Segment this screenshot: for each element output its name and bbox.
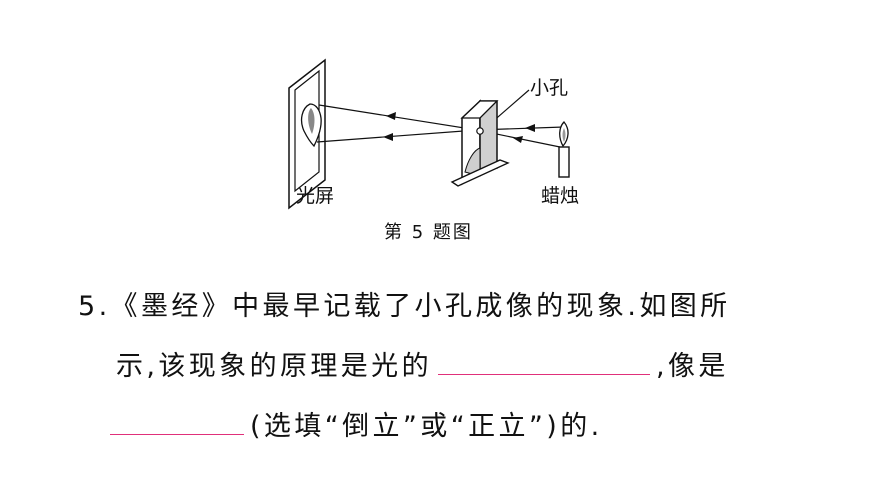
screen-label: 光屏 bbox=[296, 185, 335, 207]
question-line-1: 5.《墨经》中最早记载了小孔成像的现象.如图所 bbox=[78, 291, 731, 322]
light-rays bbox=[316, 89, 565, 148]
pinhole-board bbox=[450, 99, 510, 187]
candle bbox=[558, 121, 570, 178]
figure-caption: 第 5 题图 bbox=[384, 222, 473, 243]
question-line-2-text-b: ,像是 bbox=[655, 351, 729, 382]
question-line-3-text: (选填“倒立”或“正立”)的. bbox=[250, 411, 603, 442]
answer-blank-image-type[interactable] bbox=[110, 412, 244, 435]
question-line-3: (选填“倒立”或“正立”)的. bbox=[104, 404, 603, 443]
question-line-2-text-a: 示,该现象的原理是光的 bbox=[116, 351, 432, 382]
answer-blank-principle[interactable] bbox=[437, 352, 650, 375]
pinhole-imaging-diagram bbox=[288, 58, 570, 210]
candle-label: 蜡烛 bbox=[541, 185, 580, 207]
question-line-2: 示,该现象的原理是光的 ,像是 bbox=[116, 344, 729, 383]
ray-arrows bbox=[383, 112, 535, 143]
pinhole-label: 小孔 bbox=[530, 77, 569, 99]
